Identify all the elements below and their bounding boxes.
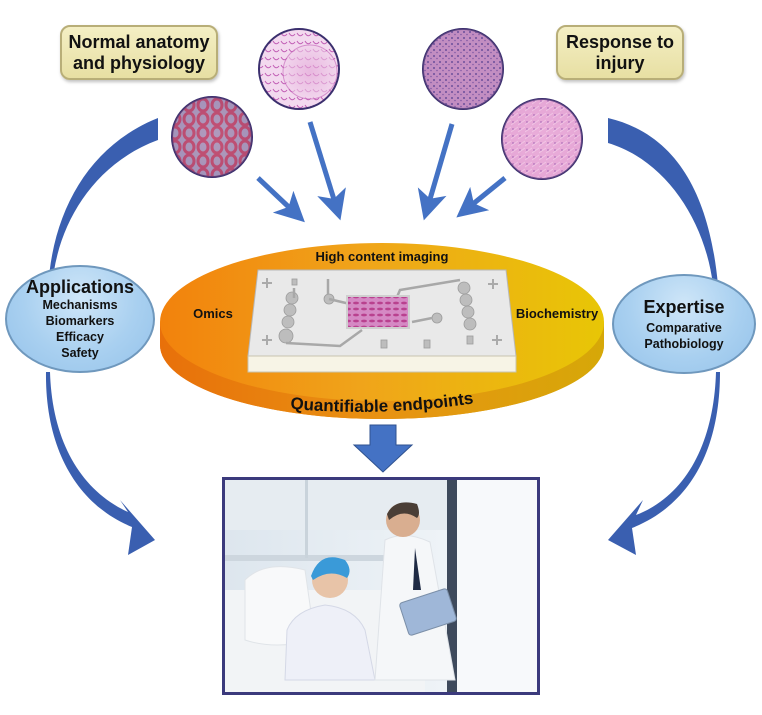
clinical-scene <box>225 480 537 692</box>
label-response-line2: injury <box>595 52 645 73</box>
label-normal-anatomy-line2: and physiology <box>72 52 205 73</box>
arrow-injury1-to-platform <box>417 123 455 221</box>
organ-on-chip-device <box>247 269 517 373</box>
histology-image-glomerulus <box>258 28 340 110</box>
doctor <box>374 502 457 681</box>
curved-arrow-left <box>48 118 158 290</box>
applications-item: Safety <box>61 346 99 360</box>
down-arrow <box>352 424 414 473</box>
histology-image-injury-2 <box>501 98 583 180</box>
platform-label-top: High content imaging <box>316 249 449 264</box>
arrow-injury2-to-platform <box>456 176 507 218</box>
curved-arrow-right <box>608 118 718 285</box>
clinical-photo <box>222 477 540 695</box>
applications-item: Efficacy <box>56 330 104 344</box>
expertise-title: Expertise <box>643 296 725 317</box>
histology-image-injury-1 <box>422 28 504 110</box>
label-normal-anatomy-line1: Normal anatomy <box>68 31 210 52</box>
label-response-to-injury: Response to injury <box>556 25 684 80</box>
label-normal-anatomy: Normal anatomy and physiology <box>60 25 218 80</box>
platform-label-left: Omics <box>193 306 233 321</box>
expertise-item: Comparative <box>646 320 722 335</box>
arrow-trichrome-to-platform <box>256 176 305 223</box>
expertise-item: Pathobiology <box>644 336 724 351</box>
curved-arrow-right-lower <box>608 372 720 555</box>
patient <box>284 557 376 681</box>
chip-tissue-sample <box>346 295 410 329</box>
platform-label-right: Biochemistry <box>516 306 599 321</box>
applications-title: Applications <box>25 277 134 297</box>
expertise-oval: Expertise Comparative Pathobiology <box>612 274 756 374</box>
label-response-line1: Response to <box>565 31 675 52</box>
applications-oval: Applications Mechanisms Biomarkers Effic… <box>5 265 155 373</box>
applications-item: Mechanisms <box>42 298 118 312</box>
tablet <box>399 588 457 636</box>
curved-arrow-left-lower <box>45 372 155 555</box>
applications-item: Biomarkers <box>45 314 115 328</box>
histology-image-trichrome <box>171 96 253 178</box>
arrow-glomerulus-to-platform <box>307 121 346 221</box>
